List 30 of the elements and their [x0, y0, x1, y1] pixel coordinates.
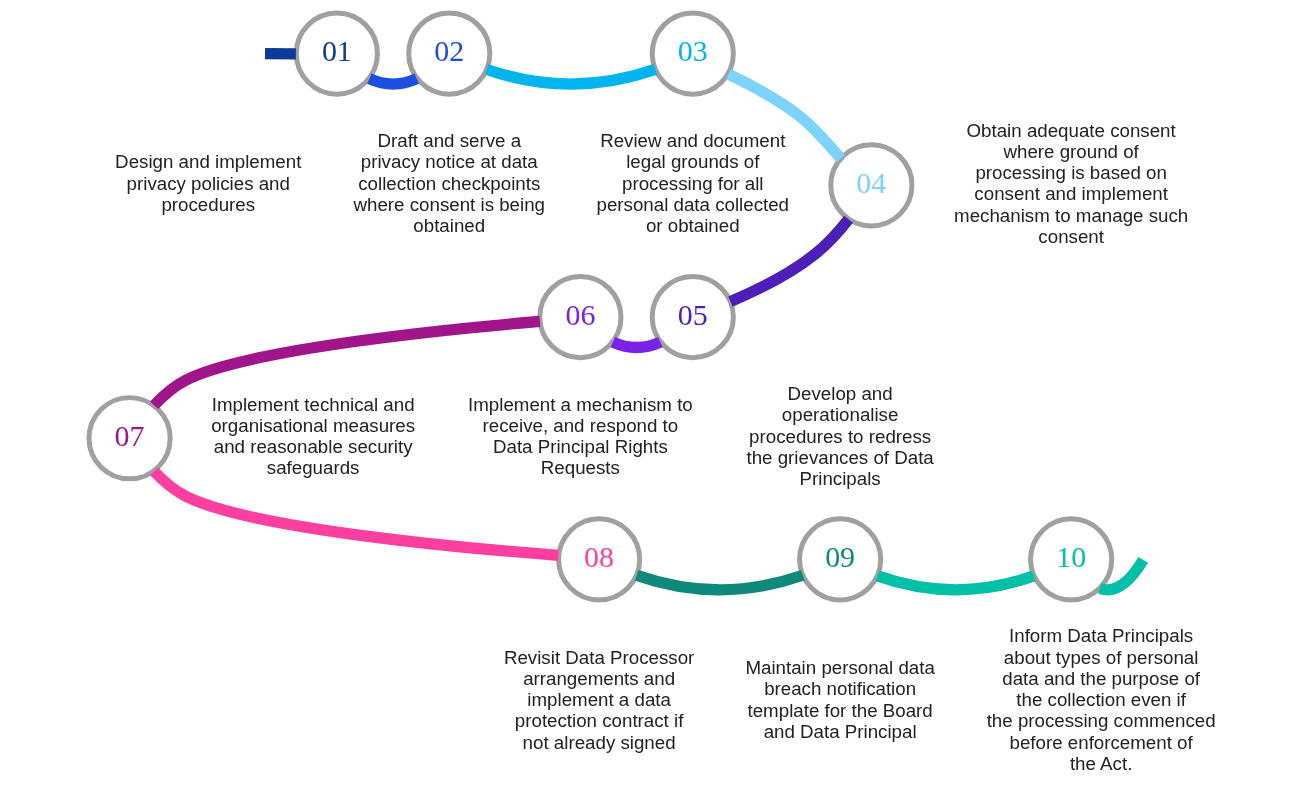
- node-label: Draft and serve a privacy notice at data collection checkpoints where consent is being obtained: [353, 130, 545, 237]
- connector: [484, 64, 657, 90]
- node-circle: 05: [649, 274, 736, 361]
- connector: [149, 315, 540, 410]
- node-circle: 09: [796, 516, 883, 603]
- node-label: Design and implement privacy policies and procedures: [114, 151, 301, 215]
- connector: [727, 215, 853, 307]
- connector: [725, 69, 845, 163]
- node-label: Review and document legal grounds of processing for all personal data collected or obtained: [596, 130, 789, 237]
- node-label: Develop and operationalise procedures to redress the grievances of Data Principals: [745, 383, 934, 490]
- connector: [875, 570, 1035, 596]
- node-circle: 03: [649, 10, 736, 97]
- node-label: Inform Data Principals about types of personal data and the purpose of the collection even if the processing commenced before enforcement of the Act.: [986, 625, 1216, 774]
- node-label: Maintain personal data breach notification template for the Board and Data Principal: [744, 657, 935, 742]
- node-label: Revisit Data Processor arrangements and implement a data protection contract if not already signed: [503, 646, 694, 753]
- node-circle: 02: [405, 10, 492, 97]
- connector: [264, 48, 296, 60]
- node-label: Implement technical and organisational measures and reasonable security safeguards: [210, 393, 415, 479]
- node-circle: 10: [1027, 516, 1114, 603]
- connector: [149, 467, 559, 561]
- node-circle: 04: [827, 142, 914, 229]
- node-label: Obtain adequate consent where ground of processing is based on consent and implement mechanism to manage such consent: [953, 119, 1188, 247]
- node-circle: 01: [293, 10, 380, 97]
- connector: [634, 569, 804, 596]
- connector: [610, 336, 662, 354]
- node-circle: 08: [555, 516, 642, 603]
- connector: [366, 73, 419, 90]
- node-circle: 06: [536, 274, 623, 361]
- node-circle: 07: [86, 395, 173, 482]
- node-label: Implement a mechanism to receive, and respond to Data Principal Rights Requests: [467, 393, 693, 479]
